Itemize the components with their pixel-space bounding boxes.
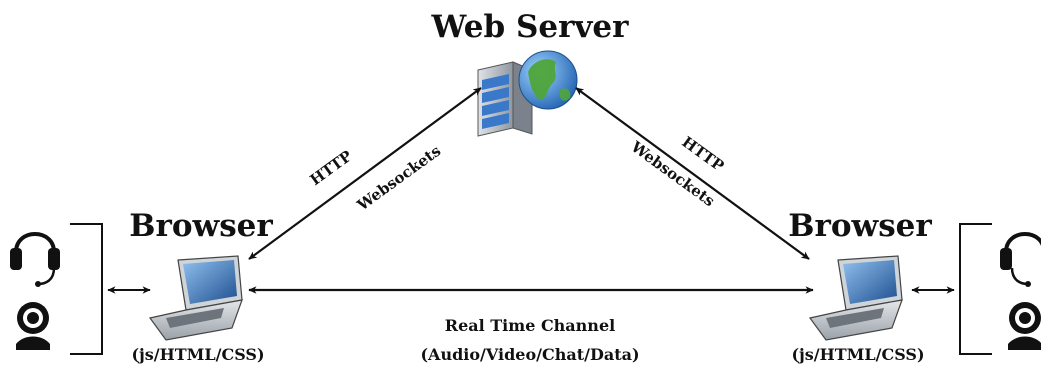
right-device-bracket	[959, 223, 992, 355]
right-webcam-icon	[1008, 302, 1041, 350]
left-link-transport: Websockets	[353, 142, 444, 215]
left-device-bracket	[70, 223, 103, 355]
server-icon	[477, 61, 533, 137]
left-laptop-icon	[148, 255, 243, 341]
right-headset-icon	[1000, 232, 1041, 287]
right-browser-sublabel: (js/HTML/CSS)	[791, 345, 924, 364]
left-link-protocol: HTTP	[307, 147, 356, 189]
left-webcam-icon	[16, 302, 50, 350]
channel-subtitle: (Audio/Video/Chat/Data)	[420, 345, 639, 364]
left-server-arrow	[248, 87, 482, 260]
globe-icon	[518, 50, 578, 110]
server-title: Web Server	[431, 9, 630, 45]
right-laptop-icon	[808, 255, 903, 341]
channel-title: Real Time Channel	[445, 316, 615, 335]
left-browser-title: Browser	[129, 208, 273, 244]
right-browser-title: Browser	[788, 208, 932, 244]
left-headset-icon	[10, 232, 60, 287]
left-browser-sublabel: (js/HTML/CSS)	[131, 345, 264, 364]
right-server-arrow	[575, 87, 810, 260]
